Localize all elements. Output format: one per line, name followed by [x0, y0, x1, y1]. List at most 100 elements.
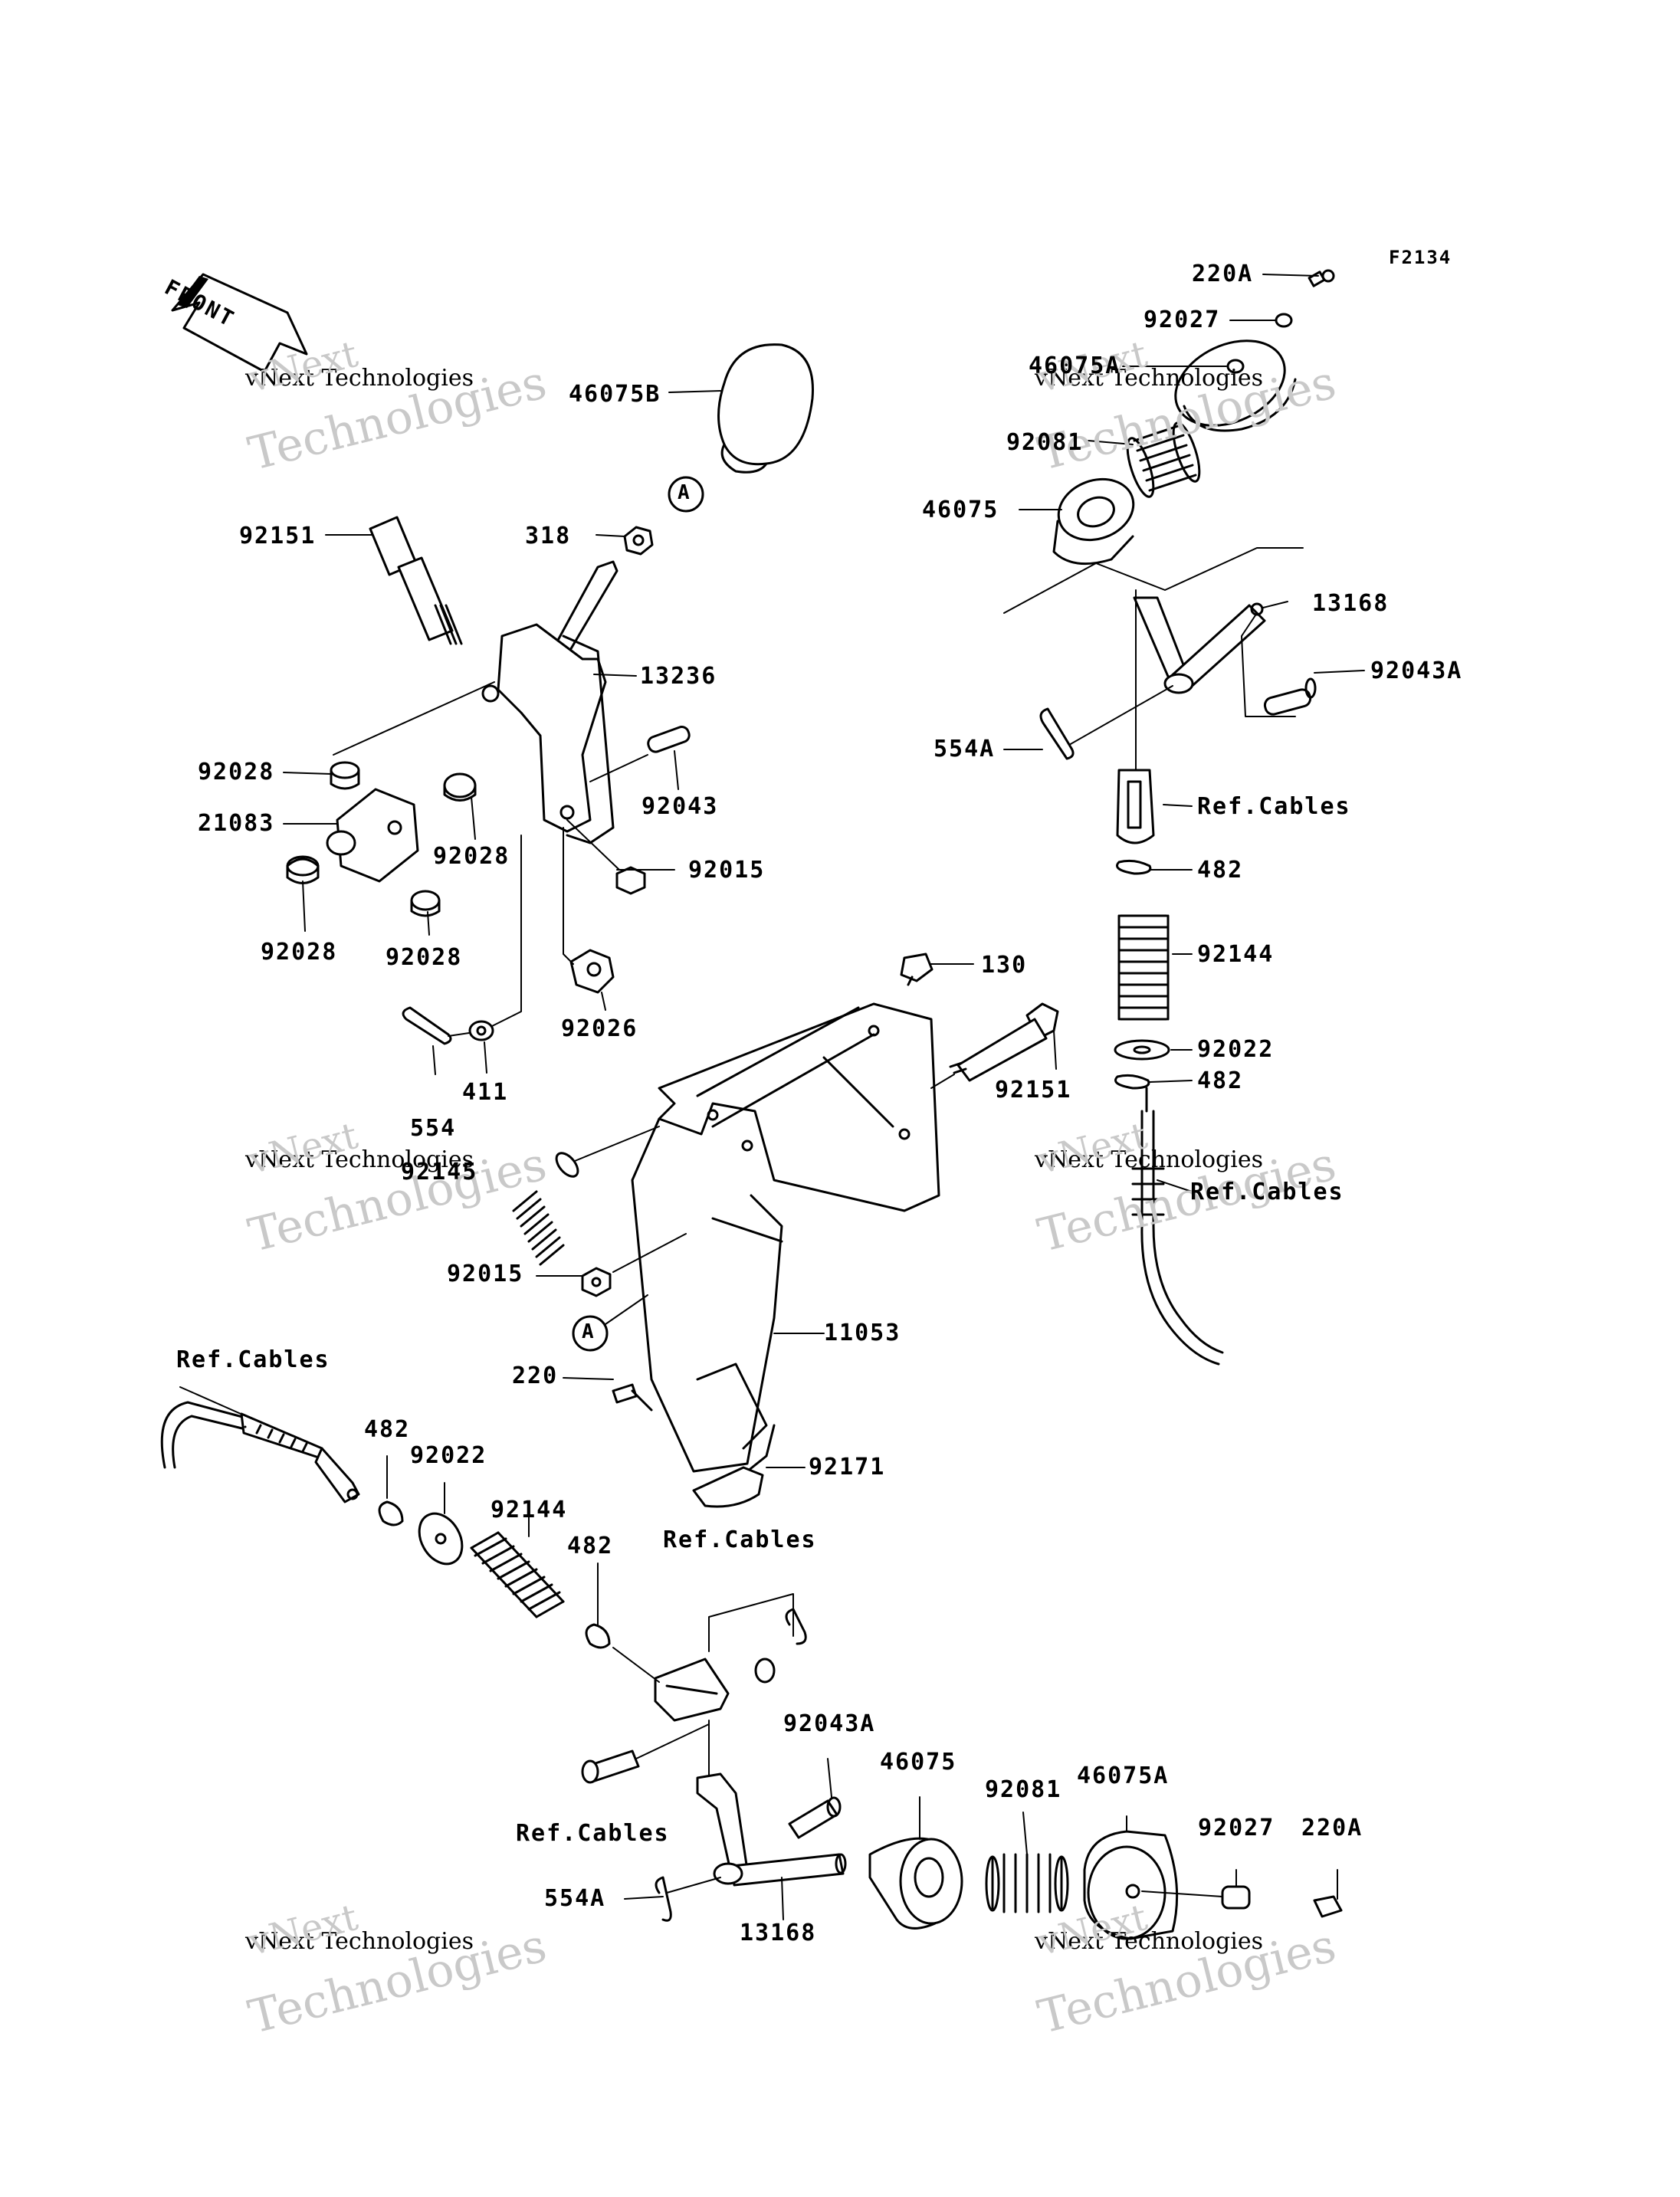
part-label-92028-c: 92028: [261, 939, 338, 966]
part-label-46075-b: 46075: [880, 1749, 957, 1776]
cable-end-b1: [654, 1658, 730, 1722]
washer-92022-l: [418, 1512, 464, 1566]
watermark-line2: vNext Technologies: [1035, 1928, 1264, 1955]
knob-46075B: [717, 343, 814, 474]
knob-46075-b: [868, 1837, 963, 1930]
clip-b1: [785, 1608, 807, 1645]
part-label-482-l2: 482: [567, 1533, 614, 1559]
part-label-554A-top: 554A: [934, 736, 996, 762]
bracket-11053: [631, 1002, 940, 1473]
washer-b1: [754, 1658, 776, 1684]
spring-92081-b: [985, 1853, 1069, 1913]
nut-92015-mid: [581, 1267, 612, 1297]
line-92151-bracket: [930, 1074, 955, 1089]
part-label-92022-r: 92022: [1197, 1036, 1275, 1063]
bushing-92028-d: [410, 890, 441, 917]
callout-A-top: [668, 476, 704, 513]
part-label-refcables-l: Ref.Cables: [176, 1346, 330, 1373]
knob-cap-46075A-b: [1083, 1830, 1179, 1940]
bushing-92028-b: [443, 772, 477, 802]
part-label-92081-b: 92081: [985, 1776, 1062, 1803]
washer-92022-r: [1114, 1039, 1170, 1061]
knob-explode-line-top: [1003, 547, 1304, 614]
front-arrow-icon: [171, 273, 308, 373]
part-label-21083: 21083: [198, 810, 275, 837]
cable-end-right-1: [1116, 769, 1155, 844]
pivot-block-21083: [326, 788, 419, 883]
clip-554A-b: [655, 1876, 672, 1922]
part-label-220A-top: 220A: [1192, 261, 1254, 287]
watermark-2: vNext vNext Technologies Technologies: [1032, 322, 1340, 481]
part-label-46075A-top: 46075A: [1029, 353, 1121, 379]
part-label-13236: 13236: [640, 663, 717, 690]
line-554-washer: [448, 1032, 470, 1037]
circlip-482-r1: [1116, 859, 1152, 875]
bracket-refcables-b1: [708, 1593, 794, 1652]
spring-92081-top: [1126, 421, 1201, 498]
circlip-482-l1: [378, 1500, 404, 1526]
part-label-92151-mid: 92151: [995, 1077, 1072, 1103]
part-label-refcables-b1: Ref.Cables: [663, 1526, 817, 1553]
watermark-line2: vNext Technologies: [245, 1146, 474, 1173]
cable-right: [1131, 1087, 1224, 1366]
watermark-3: vNext vNext Technologies Technologies: [243, 1103, 551, 1263]
part-label-482-r1: 482: [1197, 857, 1244, 884]
pin-92043: [647, 726, 691, 753]
bushing-92028-a: [330, 761, 360, 790]
part-label-411: 411: [462, 1079, 509, 1106]
part-label-13168-top: 13168: [1312, 590, 1390, 617]
part-label-refcables-r2: Ref.Cables: [1190, 1179, 1344, 1205]
line-554A-b: [666, 1877, 721, 1894]
callout-A-mid: [572, 1315, 609, 1352]
line-92145: [574, 1126, 660, 1162]
nut-318: [623, 526, 654, 556]
screw-220: [612, 1383, 653, 1412]
part-label-318: 318: [525, 523, 572, 549]
part-label-92015-mid: 92015: [447, 1261, 524, 1287]
part-label-92151-top: 92151: [239, 523, 317, 549]
clip-554A-top: [1039, 707, 1075, 760]
pin-92043A-b: [788, 1796, 842, 1839]
watermark-line2: vNext Technologies: [1035, 1146, 1264, 1173]
part-label-92028-a: 92028: [198, 759, 275, 785]
part-label-refcables-r1: Ref.Cables: [1197, 793, 1351, 820]
line-pin-cable: [635, 1723, 710, 1759]
bolt-130: [900, 953, 934, 986]
part-label-92026: 92026: [561, 1015, 638, 1042]
part-label-130: 130: [981, 952, 1028, 979]
spring-92145: [512, 1152, 579, 1266]
part-label-92027-top: 92027: [1144, 307, 1221, 333]
line-b1-clip: [612, 1647, 660, 1683]
line-92015-bracket: [612, 1233, 687, 1273]
watermark-6: vNext vNext Technologies Technologies: [1032, 1885, 1340, 2045]
clip-554: [402, 1006, 452, 1045]
callout-A-mid-text: A: [582, 1320, 596, 1343]
part-label-554: 554: [410, 1115, 457, 1142]
pin-b-lever: [581, 1749, 640, 1784]
cable-left: [160, 1401, 360, 1503]
part-label-92027-b: 92027: [1198, 1815, 1275, 1841]
bushing-92028-c: [286, 855, 320, 884]
part-label-92028-b: 92028: [433, 843, 510, 870]
part-label-46075-top: 46075: [922, 497, 999, 523]
part-label-92015-top: 92015: [688, 857, 766, 884]
line-92026-lever: [563, 827, 574, 965]
part-label-92144-l: 92144: [491, 1497, 568, 1523]
part-label-92028-d: 92028: [386, 944, 463, 971]
part-label-92144-r: 92144: [1197, 941, 1275, 968]
nut-92015-top: [615, 866, 646, 895]
figure-code: F2134: [1389, 247, 1452, 268]
line-411-lever: [490, 835, 522, 1028]
circlip-482-l2: [585, 1623, 611, 1649]
part-label-92145: 92145: [401, 1159, 478, 1185]
shift-lever-13168-b: [696, 1772, 847, 1887]
line-554A-lever: [1068, 685, 1173, 746]
shift-lever-13168-top: [1133, 596, 1266, 694]
line-92043-lever: [589, 754, 648, 782]
stopper-92171: [692, 1466, 764, 1508]
part-label-554A-b: 554A: [544, 1885, 606, 1912]
plate-92026: [569, 949, 615, 994]
bolt-92151-top: [369, 516, 463, 645]
shift-lever-13236: [481, 560, 619, 844]
part-label-refcables-b2: Ref.Cables: [516, 1820, 670, 1847]
